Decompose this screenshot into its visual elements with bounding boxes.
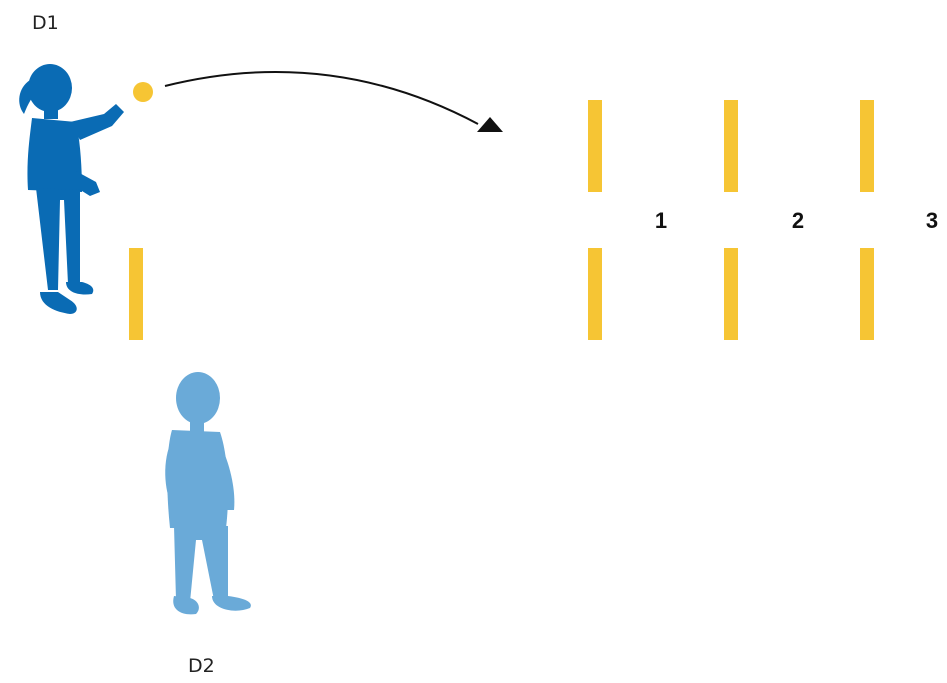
zone-label-3: 3 [925,208,939,233]
zone-label-1: 1 [654,208,668,233]
start-cone [129,248,143,340]
gate-1-left-top [588,100,602,192]
receiver-label: D2 [188,655,215,677]
gate-2-top [724,100,738,192]
zone-label-2: 2 [791,208,805,233]
ball-icon [133,82,153,102]
gate-1-left-bottom [588,248,602,340]
gate-2-bottom [724,248,738,340]
thrower-silhouette-icon [19,64,124,314]
receiver-silhouette-icon [165,372,251,615]
gate-3-bottom [860,248,874,340]
gate-3-top [860,100,874,192]
thrower-label: D1 [32,12,59,34]
throw-path-arc [164,71,479,125]
target-triangle-icon [477,117,503,132]
